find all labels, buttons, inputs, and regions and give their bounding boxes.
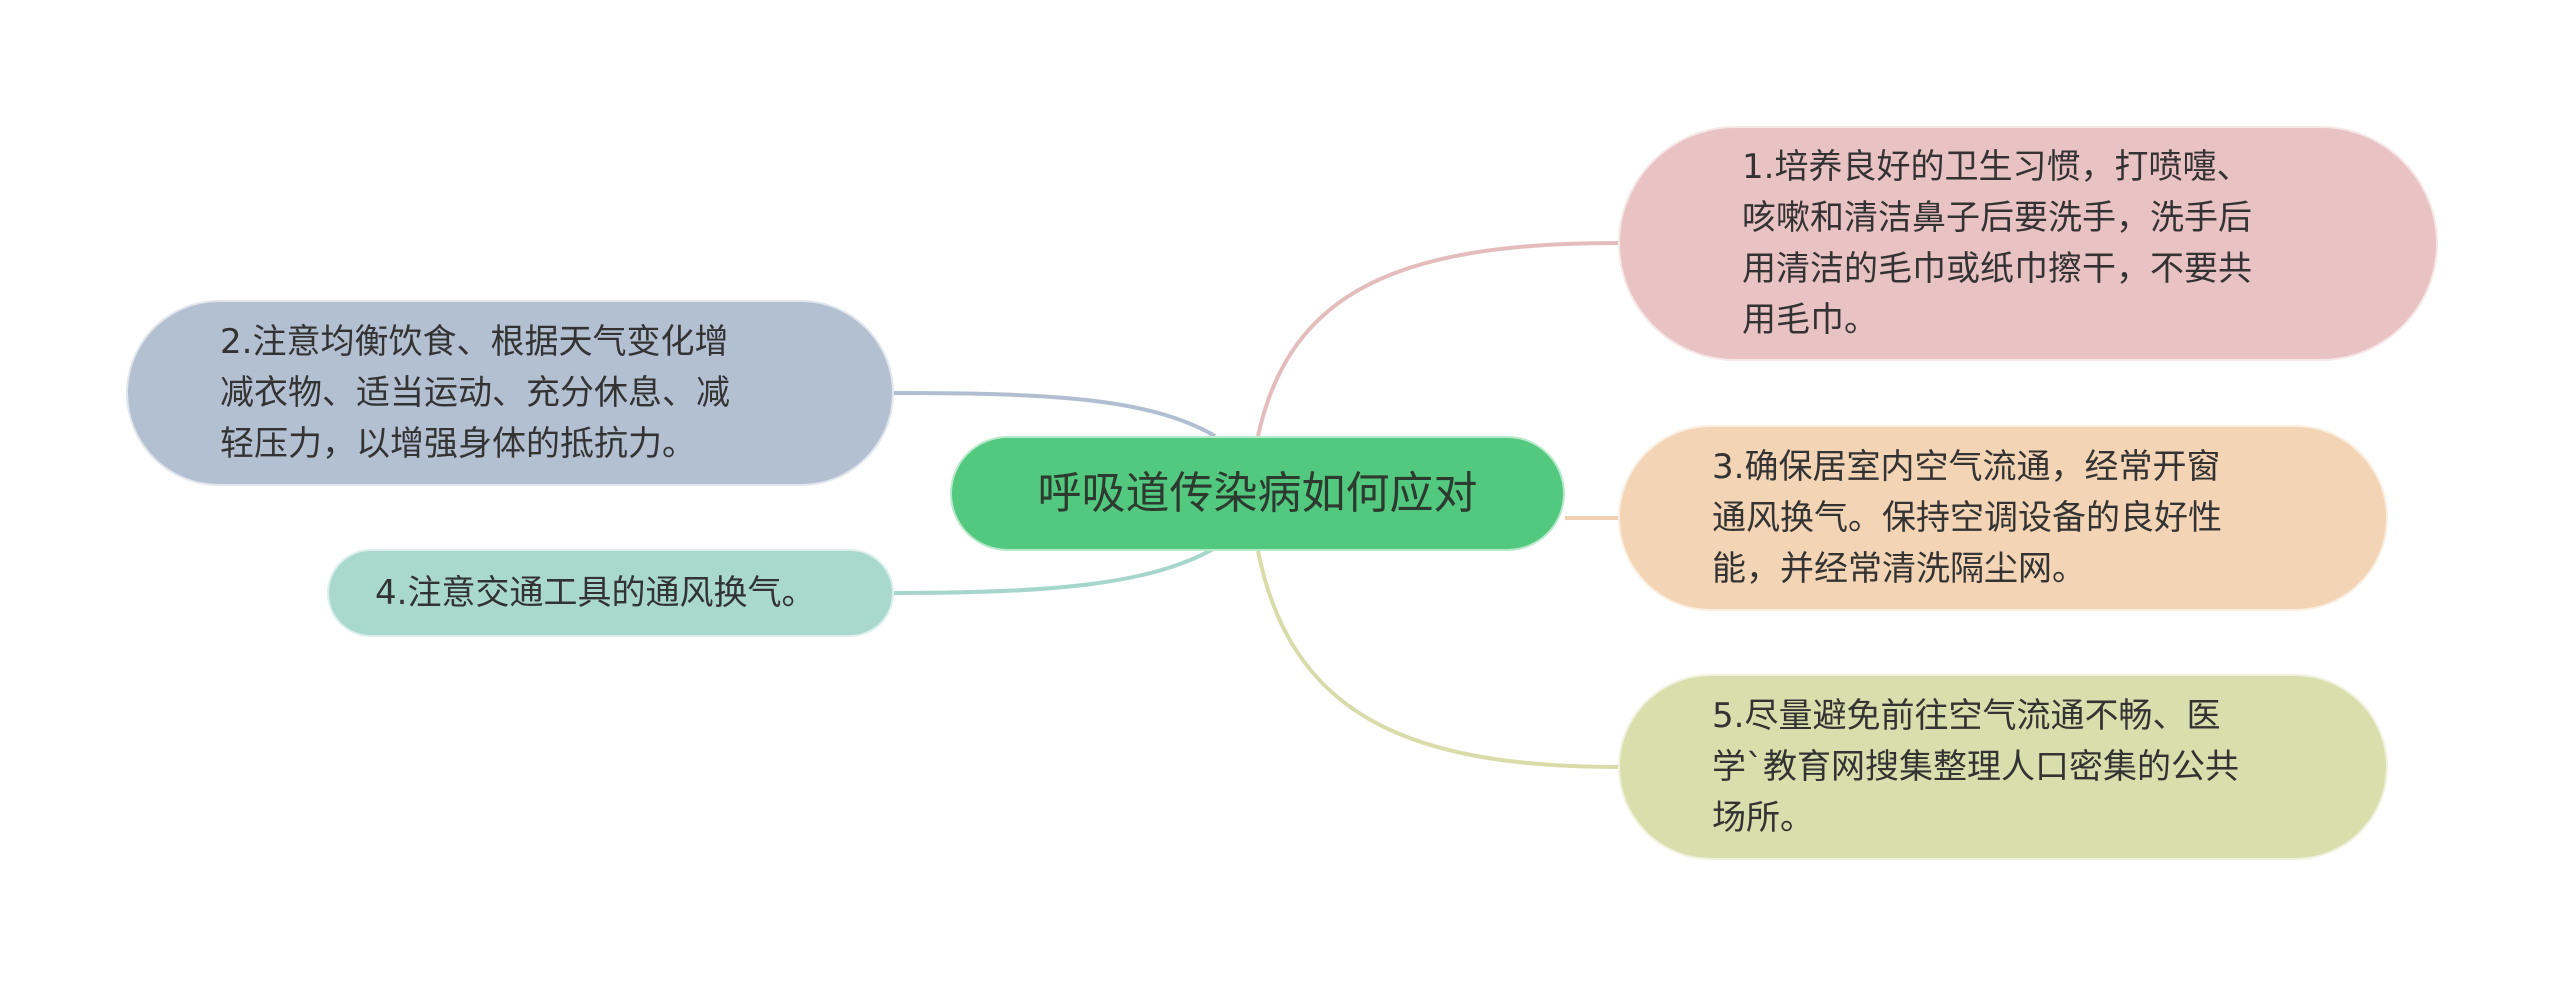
branch-node-1[interactable]: 1.培养良好的卫生习惯，打喷嚏、 咳嗽和清洁鼻子后要洗手，洗手后 用清洁的毛巾或… (1618, 126, 2438, 361)
branch-node-5[interactable]: 5.尽量避免前往空气流通不畅、医 学`教育网搜集整理人口密集的公共 场所。 (1618, 674, 2388, 860)
connector-n4 (893, 546, 1216, 595)
connector-n5 (1256, 550, 1619, 769)
connector-n1 (1256, 241, 1619, 437)
connector-n2 (893, 391, 1217, 438)
branch-node-4[interactable]: 4.注意交通工具的通风换气。 (327, 549, 894, 637)
root-topic-label: 呼吸道传染病如何应对 (1037, 467, 1478, 519)
branch-node-1-text: 1.培养良好的卫生习惯，打喷嚏、 咳嗽和清洁鼻子后要洗手，洗手后 用清洁的毛巾或… (1742, 146, 2252, 340)
branch-node-2-text: 2.注意均衡饮食、根据天气变化增 减衣物、适当运动、充分休息、减 轻压力，以增强… (220, 321, 730, 464)
branch-node-3[interactable]: 3.确保居室内空气流通，经常开窗 通风换气。保持空调设备的良好性 能，并经常清洗… (1618, 425, 2388, 611)
branch-node-2[interactable]: 2.注意均衡饮食、根据天气变化增 减衣物、适当运动、充分休息、减 轻压力，以增强… (126, 300, 894, 486)
root-topic[interactable]: 呼吸道传染病如何应对 (950, 436, 1565, 551)
branch-node-3-text: 3.确保居室内空气流通，经常开窗 通风换气。保持空调设备的良好性 能，并经常清洗… (1712, 446, 2222, 589)
branch-node-4-text: 4.注意交通工具的通风换气。 (375, 572, 816, 613)
branch-node-5-text: 5.尽量避免前往空气流通不畅、医 学`教育网搜集整理人口密集的公共 场所。 (1712, 695, 2239, 838)
